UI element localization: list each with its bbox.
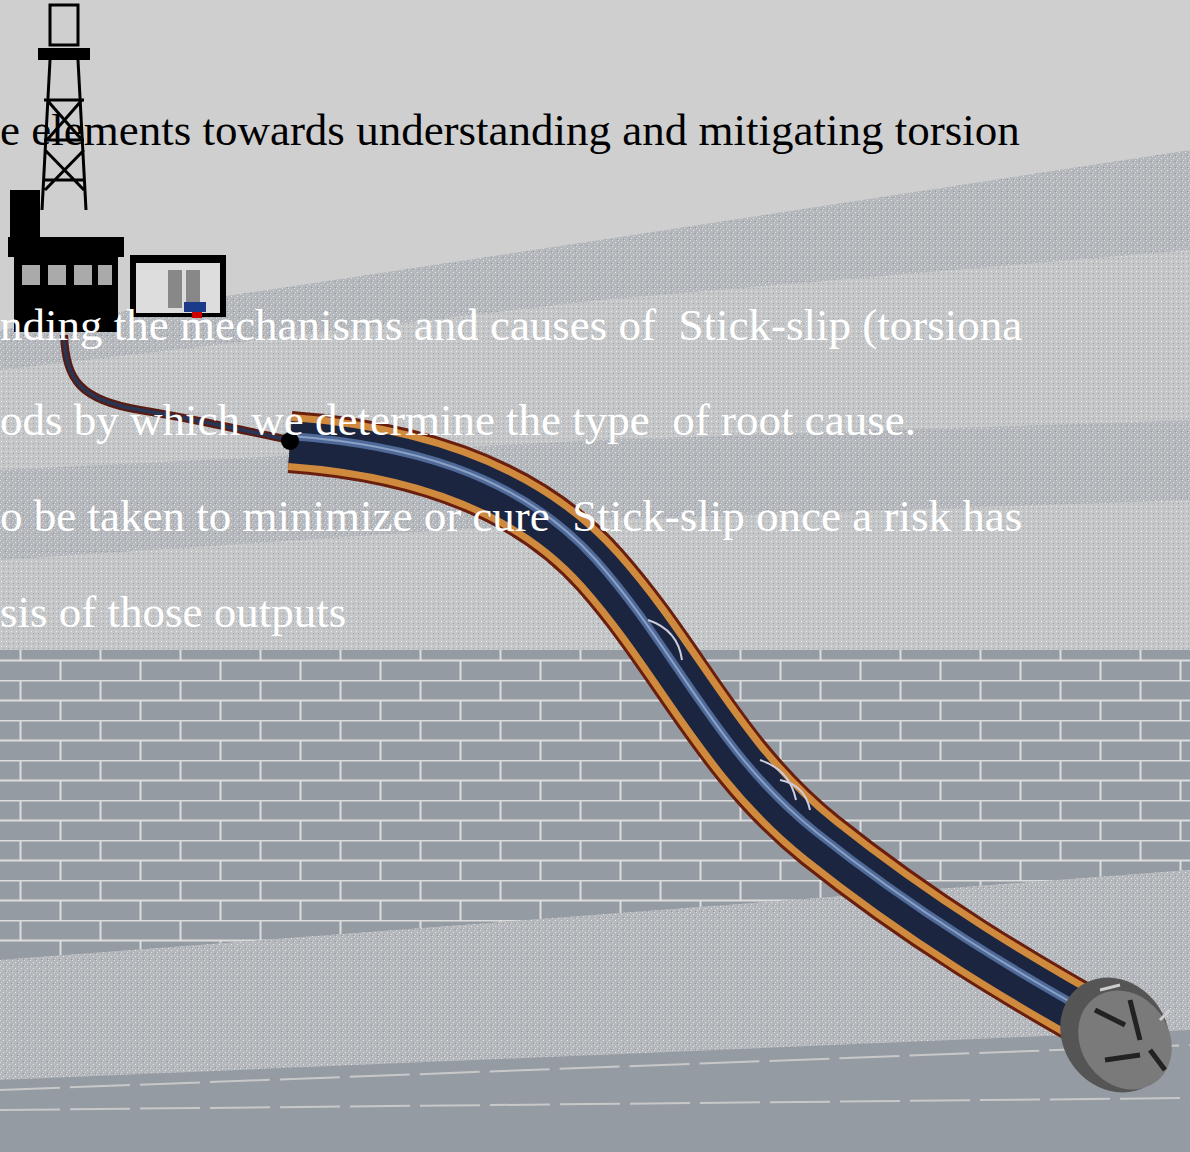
- slide-text: o be taken to minimize or cure Stick-sli…: [0, 494, 1022, 539]
- slide-text: ods by which we determine the type of ro…: [0, 398, 916, 443]
- slide-text: e elements towards understanding and mit…: [0, 108, 1020, 153]
- tool-joint: [648, 620, 810, 810]
- drill-bit: [1038, 956, 1190, 1114]
- drilling-rig: [8, 5, 226, 332]
- strata-line: [0, 1045, 1190, 1110]
- slide-text: sis of those outputs: [0, 590, 346, 635]
- rock-stratum: [0, 150, 1190, 1152]
- slide-text: nding the mechanisms and causes of Stick…: [0, 303, 1022, 348]
- rock-stratum: [0, 250, 1190, 470]
- rock-stratum: [0, 1030, 1190, 1152]
